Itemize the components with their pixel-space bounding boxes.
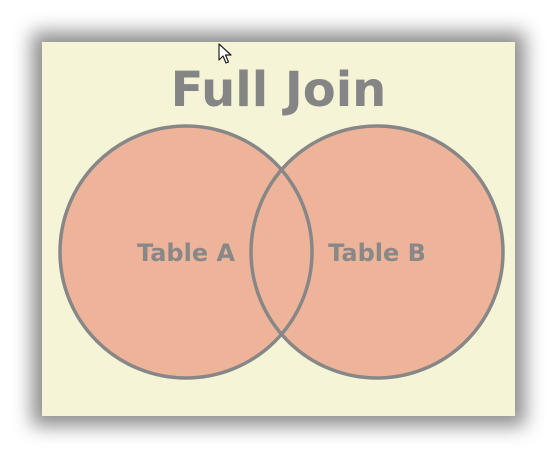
diagram-title: Full Join <box>170 62 387 118</box>
mouse-pointer-icon <box>218 43 232 64</box>
circle-table-a <box>60 126 312 378</box>
label-table-b: Table B <box>328 239 426 267</box>
circle-table-a-outline <box>58 124 314 380</box>
circle-table-b-outline <box>249 124 505 380</box>
label-table-a: Table A <box>137 239 236 267</box>
circle-table-b <box>251 126 503 378</box>
